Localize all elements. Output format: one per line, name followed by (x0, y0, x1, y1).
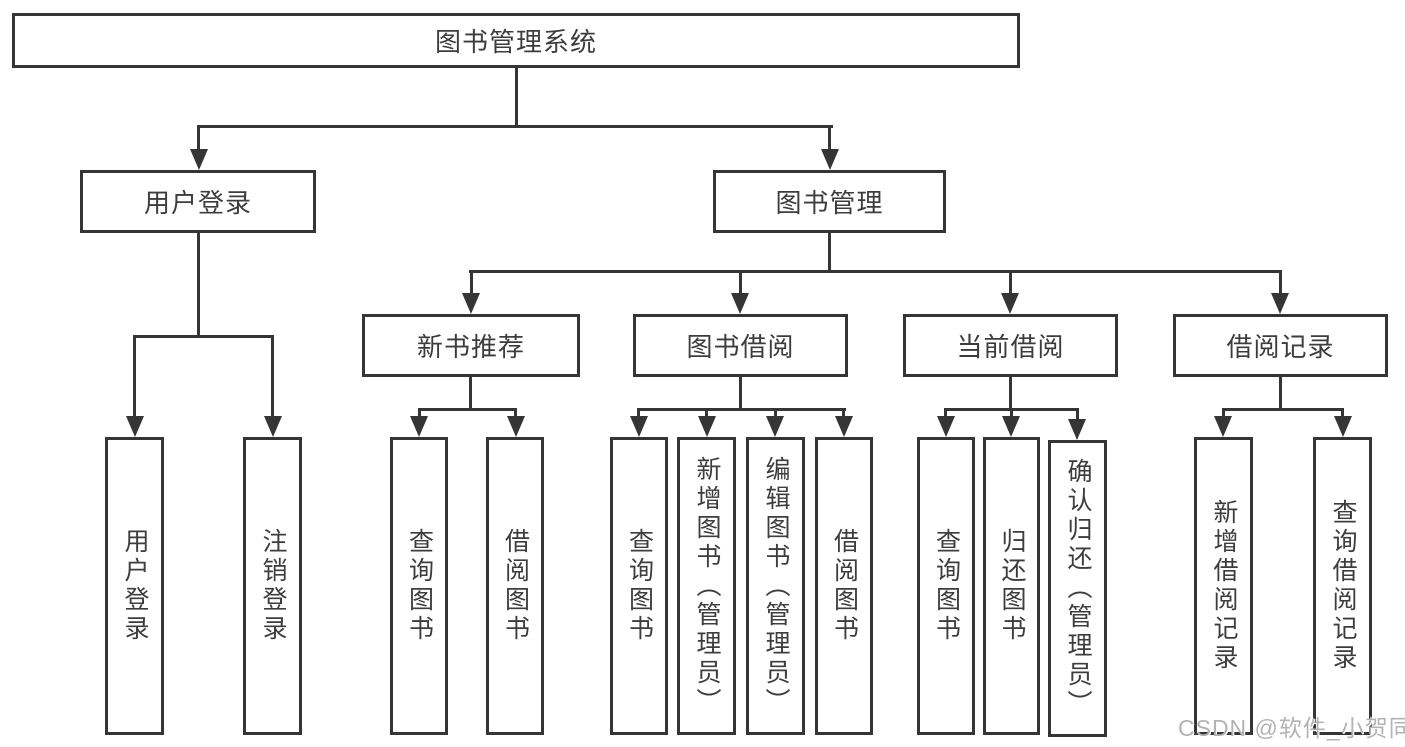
connector-line (637, 408, 640, 422)
leaf-label: 归还图书 (998, 528, 1026, 644)
connector-line (418, 408, 421, 422)
leaf-edit-books-admin: 编辑图书（管理员） (746, 437, 805, 735)
leaf-label: 用户登录 (121, 528, 149, 644)
arrow-down-icon (937, 416, 955, 437)
leaf-add-books-admin: 新增图书（管理员） (677, 437, 736, 735)
arrow-down-icon (264, 416, 282, 437)
node-label: 图书借阅 (686, 332, 795, 362)
leaf-query-books-current: 查询图书 (917, 437, 975, 735)
connector-line (469, 377, 472, 408)
connector-line (197, 125, 200, 153)
connector-line (828, 233, 831, 270)
connector-line (418, 408, 517, 411)
leaf-query-books-borrow: 查询图书 (610, 437, 668, 735)
leaf-query-borrow-record: 查询借阅记录 (1313, 437, 1372, 735)
arrow-down-icon (821, 149, 839, 170)
connector-line (1279, 270, 1282, 296)
connector-line (739, 377, 742, 408)
leaf-confirm-return-admin: 确认归还（管理员） (1048, 440, 1107, 737)
node-label: 借阅记录 (1226, 332, 1335, 362)
leaf-label: 查询图书 (932, 528, 961, 644)
arrow-down-icon (462, 293, 480, 314)
connector-line (944, 408, 947, 422)
arrow-down-icon (766, 416, 784, 437)
leaf-borrow-books-recommend: 借阅图书 (486, 437, 544, 735)
leaf-label: 注销登录 (259, 528, 287, 644)
node-label: 新书推荐 (416, 332, 525, 362)
node-label: 当前借阅 (956, 332, 1065, 362)
leaf-label: 新增借阅记录 (1210, 499, 1238, 673)
connector-line (842, 408, 845, 422)
node-new-book-recommend: 新书推荐 (362, 314, 580, 377)
node-borrow-records: 借阅记录 (1173, 314, 1388, 377)
connector-line (739, 270, 742, 296)
leaf-borrow-books: 借阅图书 (815, 437, 873, 735)
connector-line (1009, 377, 1012, 408)
connector-line (470, 270, 473, 296)
arrow-down-icon (698, 416, 716, 437)
connector-line (1010, 408, 1013, 422)
connector-line (515, 68, 518, 125)
arrow-down-icon (1271, 293, 1289, 314)
arrow-down-icon (126, 416, 144, 437)
leaf-add-borrow-record: 新增借阅记录 (1194, 437, 1253, 735)
connector-line (133, 335, 136, 421)
leaf-label: 确认归还（管理员） (1064, 458, 1092, 719)
leaf-return-books: 归还图书 (983, 437, 1040, 735)
connector-line (774, 408, 777, 422)
arrow-down-icon (410, 416, 428, 437)
connector-line (828, 125, 831, 153)
node-book-borrow: 图书借阅 (633, 314, 848, 377)
node-current-borrow: 当前借阅 (903, 314, 1118, 377)
leaf-label: 查询图书 (405, 528, 434, 644)
leaf-user-login: 用户登录 (105, 437, 164, 735)
leaf-query-books-recommend: 查询图书 (390, 437, 448, 735)
arrow-down-icon (1334, 416, 1352, 437)
node-label: 用户登录 (143, 188, 252, 218)
leaf-label: 借阅图书 (501, 528, 530, 644)
arrow-down-icon (1214, 416, 1232, 437)
connector-line (1279, 377, 1282, 408)
connector-line (1009, 270, 1012, 296)
arrow-down-icon (190, 149, 208, 170)
arrow-down-icon (1001, 293, 1019, 314)
leaf-logout: 注销登录 (243, 437, 302, 735)
arrow-down-icon (835, 416, 853, 437)
leaf-label: 新增图书（管理员） (693, 455, 721, 717)
arrow-down-icon (507, 416, 525, 437)
connector-line (514, 408, 517, 422)
connector-line (469, 270, 1282, 273)
node-book-management: 图书管理 (713, 170, 946, 233)
leaf-label: 查询图书 (625, 528, 654, 644)
connector-line (638, 408, 846, 411)
arrow-down-icon (731, 293, 749, 314)
leaf-label: 查询借阅记录 (1329, 499, 1357, 673)
connector-line (271, 335, 274, 421)
connector-line (1222, 408, 1344, 411)
watermark-text: CSDN @软件_小贺同学 (1178, 715, 1405, 741)
connector-line (1341, 408, 1344, 422)
connector-line (705, 408, 708, 422)
arrow-down-icon (1068, 419, 1086, 440)
connector-line (197, 233, 200, 335)
node-label: 图书管理 (775, 188, 884, 218)
connector-line (1076, 408, 1079, 422)
arrow-down-icon (1002, 416, 1020, 437)
node-library-management-system: 图书管理系统 (12, 13, 1020, 68)
leaf-label: 借阅图书 (830, 528, 859, 644)
node-user-login: 用户登录 (80, 170, 316, 233)
connector-line (197, 125, 833, 128)
connector-line (133, 335, 274, 338)
leaf-label: 编辑图书（管理员） (762, 455, 790, 717)
arrow-down-icon (630, 416, 648, 437)
connector-line (1222, 408, 1225, 422)
node-label: 图书管理系统 (434, 27, 597, 57)
